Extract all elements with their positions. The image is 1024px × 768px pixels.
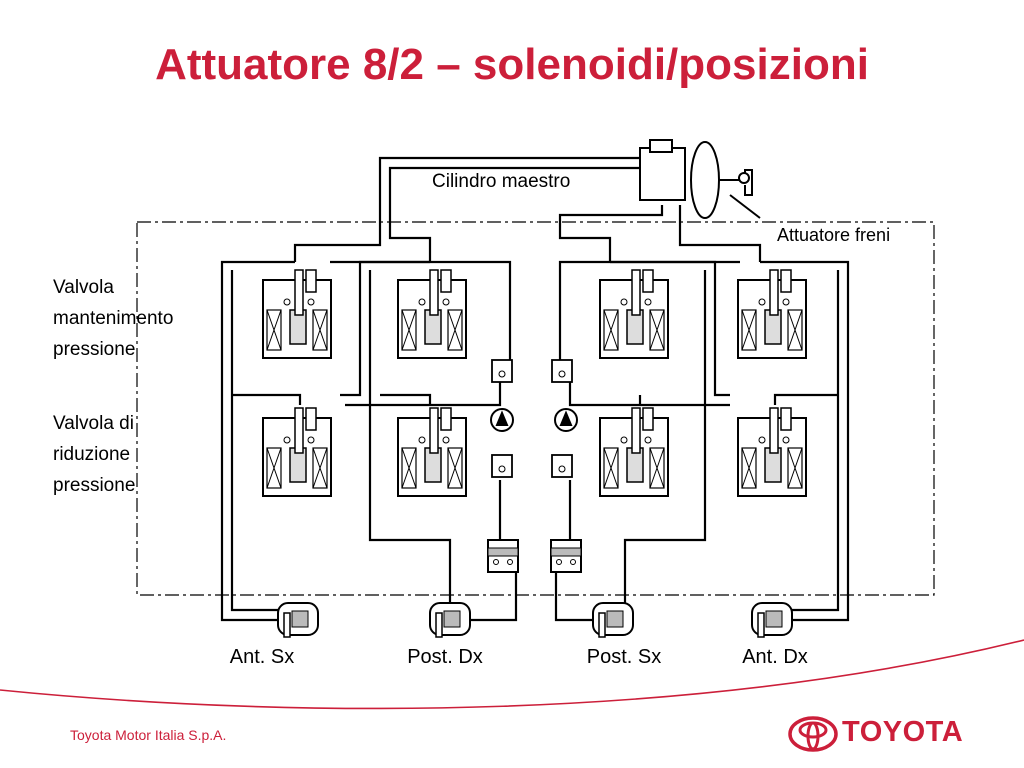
hold-valve-front-right [737,269,807,359]
pipe-right-outer [760,260,850,622]
caliper-front-left [277,602,319,638]
reservoir-left [487,539,519,573]
reduce-valve-rear-left [599,407,669,497]
label-hold-valve-line: pressione [53,339,136,360]
pipe-center-right-2 [558,260,740,360]
label-reduce-valve-line: pressione [53,475,136,496]
wheel-label-front-right: Ant. Dx [742,646,808,668]
wheel-label-rear-left: Post. Sx [586,646,662,668]
label-actuator: Attuatore freni [777,225,891,245]
pipe-master-right-inner [678,205,762,262]
caliper-front-right [751,602,793,638]
pump-right [554,408,578,432]
wheel-label-front-left: Ant. Sx [229,646,295,668]
hold-valve-rear-left [599,269,669,359]
reduce-valve-rear-right [397,407,467,497]
label-master-cylinder: Cilindro maestro [432,171,571,192]
check-valve-left-upper [491,359,513,383]
pipe-left-low [232,393,302,405]
check-valve-right-upper [551,359,573,383]
pipe-master-left-inner [388,166,640,262]
hold-valve-front-left [262,269,332,359]
toyota-emblem-icon [788,716,838,752]
page-title: Attuatore 8/2 – solenoidi/posizioni [155,40,869,89]
pipe-master-right [558,205,664,262]
pipe-center-left-2 [330,260,512,360]
pipe-right-low-2 [773,393,838,405]
footer-company: Toyota Motor Italia S.p.A. [70,727,227,743]
pipe-left-outer-2 [230,270,280,612]
pipe-left-outer [220,260,295,622]
wheel-label-rear-right: Post. Dx [407,646,483,668]
label-reduce-valve: Valvola di riduzione pressione [53,408,135,501]
decorative-swoosh [0,639,1024,710]
label-hold-valve: Valvola mantenimento pressione [53,272,173,365]
hold-valve-rear-right [397,269,467,359]
reduce-valve-front-right [737,407,807,497]
pipe-center-right-4 [554,570,605,622]
label-hold-valve-line: Valvola [53,277,114,298]
check-valve-right-lower [551,454,573,478]
pipe-right-outer-2 [790,270,840,612]
label-reduce-valve-line: Valvola di [53,413,134,434]
check-valve-left-lower [491,454,513,478]
pipe-center-left-4 [470,570,518,622]
pipe-master-left [293,156,640,262]
reduce-valve-front-left [262,407,332,497]
label-hold-valve-line: mantenimento [53,308,174,329]
actuator-boundary [136,221,935,596]
pipe-left-low-2 [380,393,432,405]
pump-left [490,408,514,432]
caliper-rear-right [429,602,471,638]
reservoir-right [550,539,582,573]
caliper-rear-left [592,602,634,638]
master-cylinder [639,139,761,219]
toyota-wordmark: TOYOTA [842,716,964,748]
label-reduce-valve-line: riduzione [53,444,131,465]
pipe-center-left [345,360,502,407]
